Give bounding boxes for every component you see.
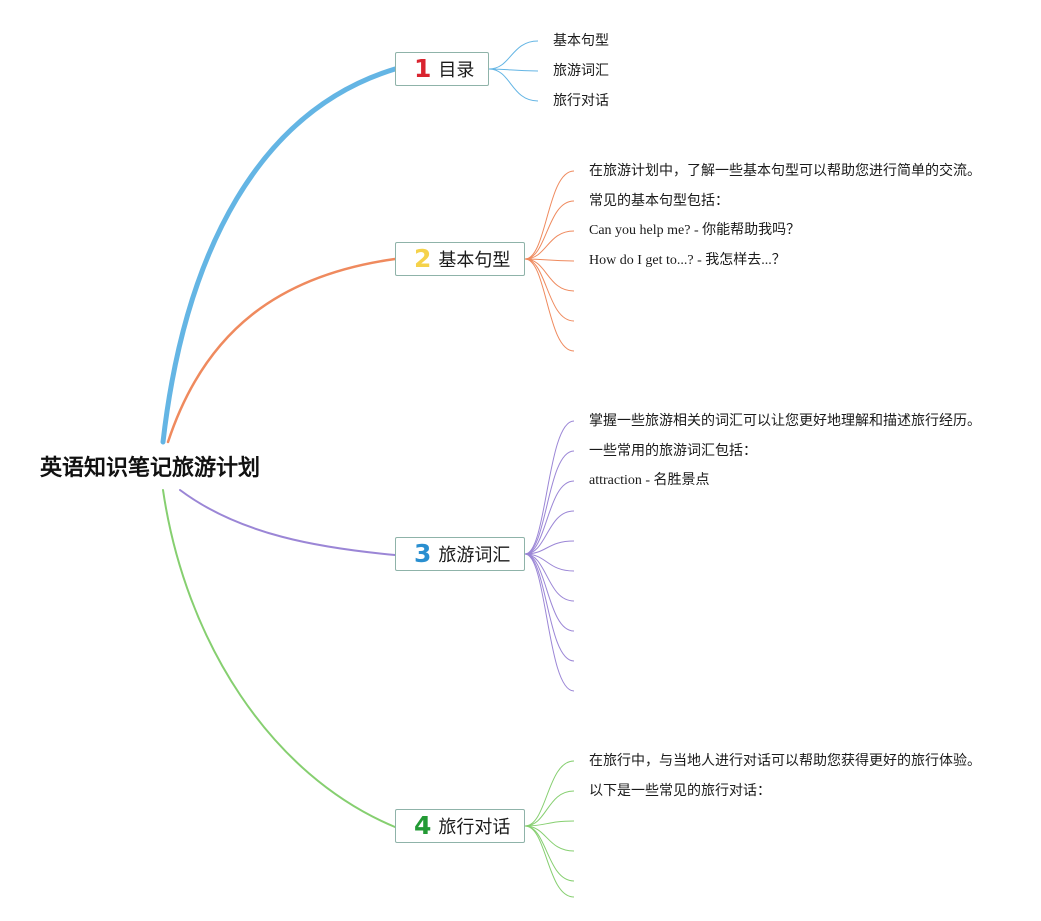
topic-2-label: 基本句型 — [438, 250, 511, 271]
topic-2-box[interactable]: 2 基本句型 — [395, 242, 525, 276]
topic-2-leaf-connector-1 — [524, 170, 575, 260]
topic-1-number-badge: 1 — [414, 54, 432, 83]
topic-1-leaf-2[interactable]: 旅游词汇 — [553, 63, 609, 79]
topic-3-label: 旅游词汇 — [438, 545, 511, 566]
topic-2-leaf-connector-7 — [524, 258, 575, 352]
topic-4-leaf-connector-2 — [524, 790, 575, 827]
topic-4-leaf-connector-1 — [524, 760, 575, 827]
topic-2-leaf-3[interactable]: Can you help me? - 你能帮助我吗？ — [589, 223, 801, 238]
topic-3-box[interactable]: 3 旅游词汇 — [395, 537, 525, 571]
topic-4-leaf-connector-6 — [524, 825, 575, 898]
topic-4-number-badge: 4 — [414, 811, 432, 840]
topic-4-leaf-connector-5 — [524, 825, 575, 882]
topic-3-leaf-connector-4 — [524, 510, 575, 555]
topic-2-leaf-4[interactable]: How do I get to...? - 我怎样去...？ — [589, 253, 786, 268]
topic-3-leaf-connector-3 — [524, 480, 575, 555]
topic-3-leaf-3[interactable]: attraction - 名胜景点 — [589, 473, 710, 488]
topic-3-leaf-2[interactable]: 一些常用的旅游词汇包括： — [589, 443, 757, 459]
topic-4-leaf-2[interactable]: 以下是一些常见的旅行对话： — [589, 783, 771, 799]
topic-1-leaf-connector-2 — [488, 68, 539, 72]
topic-4-box[interactable]: 4 旅行对话 — [395, 809, 525, 843]
topic-3-leaf-1[interactable]: 掌握一些旅游相关的词汇可以让您更好地理解和描述旅行经历。 — [589, 413, 981, 429]
topic-1-leaf-3[interactable]: 旅行对话 — [553, 93, 609, 109]
topic-1-leaf-1[interactable]: 基本句型 — [553, 33, 609, 49]
topic-3-leaf-connector-10 — [524, 553, 575, 692]
topic-3-leaf-connector-5 — [524, 540, 575, 555]
topic-2-leaf-1[interactable]: 在旅游计划中，了解一些基本句型可以帮助您进行简单的交流。 — [589, 163, 981, 179]
topic-2-leaf-connector-2 — [524, 200, 575, 260]
topic-2-leaf-connector-6 — [524, 258, 575, 322]
topic-3-leaf-connector-7 — [524, 553, 575, 602]
topic-2-leaf-2[interactable]: 常见的基本句型包括： — [589, 193, 729, 209]
topic-4-leaf-connector-4 — [524, 825, 575, 852]
topic-3-number-badge: 3 — [414, 539, 432, 568]
topic-2-leaf-connector-4 — [524, 258, 575, 262]
branch-connector-4 — [162, 489, 396, 828]
central-topic[interactable]: 英语知识笔记旅游计划 — [40, 456, 261, 481]
topic-3-leaf-connector-1 — [524, 420, 575, 555]
branch-connector-1 — [160, 66, 398, 445]
topic-3-leaf-connector-8 — [524, 553, 575, 632]
branch-connector-3 — [179, 489, 396, 556]
topic-4-leaf-1[interactable]: 在旅行中，与当地人进行对话可以帮助您获得更好的旅行体验。 — [589, 753, 981, 769]
topic-4-leaf-connector-3 — [524, 820, 575, 827]
topic-2-number-badge: 2 — [414, 244, 432, 273]
topic-4-label: 旅行对话 — [438, 817, 511, 838]
topic-3-leaf-connector-2 — [524, 450, 575, 555]
branch-connector-2 — [166, 257, 397, 444]
topic-3-leaf-connector-6 — [524, 553, 575, 572]
topic-1-leaf-connector-3 — [488, 68, 539, 102]
topic-2-leaf-connector-3 — [524, 230, 575, 260]
topic-1-box[interactable]: 1 目录 — [395, 52, 489, 86]
topic-1-leaf-connector-1 — [488, 40, 539, 70]
topic-1-label: 目录 — [438, 60, 475, 81]
